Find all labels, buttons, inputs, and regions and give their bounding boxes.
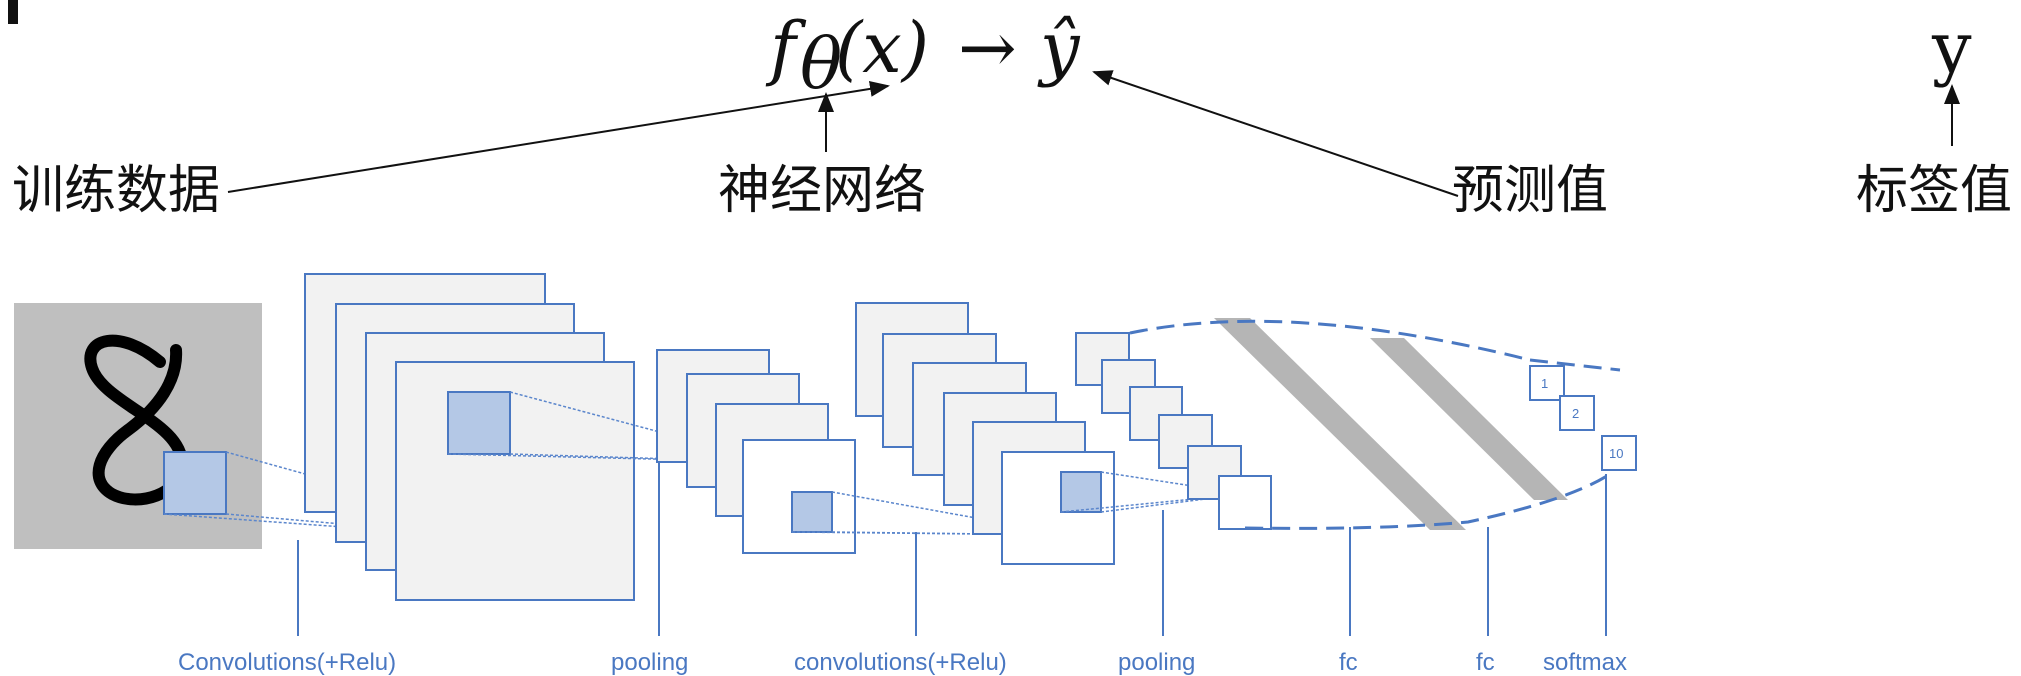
conv1-maps [304,273,635,601]
output-node-2-label: 2 [1572,406,1579,421]
output-node-2 [1559,395,1595,431]
formula-arrow: → [958,7,1017,89]
fc2-band [1370,338,1568,500]
layer-leader-lines [297,462,1607,636]
corner-mark [8,0,18,24]
prediction-label: 预测值 [1452,161,1608,221]
training-data-arrow [227,80,890,193]
prediction-arrow [1092,70,1459,197]
conv1-kernel [447,391,511,455]
fc1-label: fc [1339,649,1358,676]
pool1-label: pooling [611,649,688,676]
output-node-1 [1529,365,1565,401]
fc2-label: fc [1476,649,1495,676]
formula-subscript: θ [800,23,842,105]
fc1-band [1214,318,1466,530]
output-node-10-label: 10 [1609,446,1623,461]
pool2-maps [1075,332,1242,500]
conv2-kernel [1060,471,1102,513]
output-nodes: 1 2 10 [1529,365,1637,471]
formula-output: ŷ [1037,7,1081,89]
fc-envelope [1129,319,1621,530]
input-kernel [163,451,227,515]
neural-network-label: 神经网络 [718,161,926,221]
pool2-label: pooling [1118,649,1195,676]
output-node-10 [1601,435,1637,471]
formula-argument: (x) [835,7,929,89]
conv2-label: convolutions(+Relu) [794,649,1007,676]
softmax-label: softmax [1543,649,1627,676]
label-value-label: 标签值 [1856,161,2012,221]
pool2-map-front [1218,475,1272,530]
conv1-label: Convolutions(+Relu) [178,649,396,676]
training-data-label: 训练数据 [12,161,220,221]
pool1-kernel [791,491,833,533]
output-node-1-label: 1 [1541,376,1548,391]
label-value: y [1931,7,1972,89]
